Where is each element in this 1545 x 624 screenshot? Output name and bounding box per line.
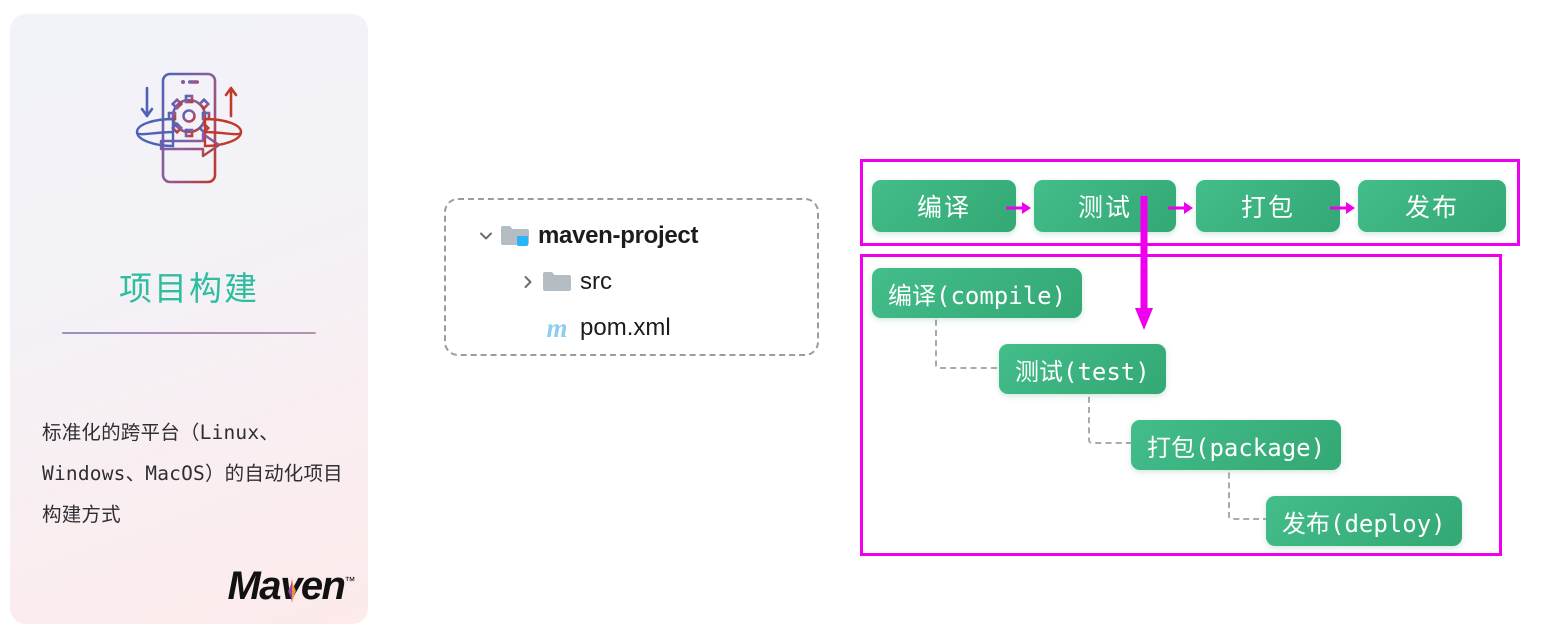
arrow-right-icon xyxy=(1168,201,1194,215)
folder-icon xyxy=(540,269,574,295)
lifecycle-stage-compile[interactable]: 编译(compile) xyxy=(872,268,1083,318)
tree-node-label: pom.xml xyxy=(580,314,671,341)
chevron-down-icon[interactable] xyxy=(474,227,498,245)
pipeline-step-test[interactable]: 测试 xyxy=(1034,180,1176,232)
tree-node-pom-xml[interactable]: m pom.xml xyxy=(446,305,817,351)
pipeline-step-label: 编译 xyxy=(916,194,971,222)
lifecycle-stage-label: 发布(deploy) xyxy=(1282,509,1446,538)
pipeline-step-label: 发布 xyxy=(1404,194,1459,222)
arrow-right-icon xyxy=(1006,201,1032,215)
arrow-down-icon xyxy=(1133,196,1155,332)
lifecycle-stage-deploy[interactable]: 发布(deploy) xyxy=(1266,496,1462,546)
pipeline-step-label: 打包 xyxy=(1240,194,1295,222)
tree-node-label: maven-project xyxy=(538,222,699,249)
lifecycle-stage-test[interactable]: 测试(test) xyxy=(999,344,1166,394)
tree-node-label: src xyxy=(580,268,612,295)
maven-feather-icon: v xyxy=(280,564,302,608)
tree-node-src[interactable]: src xyxy=(446,259,817,305)
trademark-mark: ™ xyxy=(344,575,356,588)
pipeline-step-deploy[interactable]: 发布 xyxy=(1358,180,1506,232)
connector-test-package xyxy=(1088,392,1136,444)
tree-node-maven-project[interactable]: maven-project xyxy=(446,213,817,259)
connector-compile-test xyxy=(935,315,1001,369)
arrow-right-icon xyxy=(1330,201,1356,215)
chevron-right-icon[interactable] xyxy=(516,273,540,291)
project-structure-panel: maven-project src m pom.xml xyxy=(444,198,819,356)
build-icon-container xyxy=(10,58,368,203)
connector-package-deploy xyxy=(1228,468,1268,520)
lifecycle-stage-package[interactable]: 打包(package) xyxy=(1131,420,1342,470)
lifecycle-stage-label: 打包(package) xyxy=(1147,433,1326,462)
title-divider xyxy=(62,332,316,334)
project-build-card: 项目构建 标准化的跨平台（Linux、Windows、MacOS）的自动化项目构… xyxy=(10,14,368,624)
lifecycle-stage-label: 编译(compile) xyxy=(888,281,1067,310)
pipeline-step-compile[interactable]: 编译 xyxy=(872,180,1016,232)
mobile-gear-sync-icon xyxy=(125,58,253,203)
maven-m-file-icon: m xyxy=(546,312,568,343)
pipeline-step-package[interactable]: 打包 xyxy=(1196,180,1340,232)
pipeline-step-label: 测试 xyxy=(1077,194,1132,222)
lifecycle-stage-label: 测试(test) xyxy=(1015,357,1150,386)
folder-open-icon xyxy=(498,223,532,249)
page-title: 项目构建 xyxy=(119,270,259,307)
card-description: 标准化的跨平台（Linux、Windows、MacOS）的自动化项目构建方式 xyxy=(42,421,343,526)
